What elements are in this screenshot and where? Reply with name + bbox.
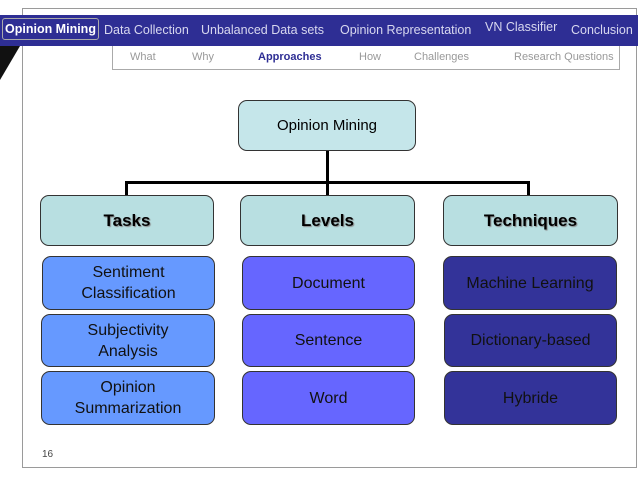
subnav-how[interactable]: How: [359, 51, 382, 63]
nav-conclusion[interactable]: Conclusion: [571, 23, 633, 37]
nav-opinion-mining[interactable]: Opinion Mining: [2, 18, 99, 40]
task-item: Subjectivity Analysis: [41, 314, 215, 367]
tasks-node: Tasks: [40, 195, 214, 246]
corner-triangle: [0, 46, 20, 80]
page-number: 16: [42, 449, 54, 460]
level-item: Sentence: [242, 314, 415, 367]
root-node: Opinion Mining: [238, 100, 416, 151]
technique-item: Machine Learning: [443, 256, 617, 310]
subnav-research-questions[interactable]: Research Questions: [514, 51, 614, 63]
task-item: Opinion Summarization: [41, 371, 215, 425]
slide-frame: [22, 8, 637, 468]
nav-vn-classifier[interactable]: VN Classifier: [485, 20, 558, 34]
nav-data-collection[interactable]: Data Collection: [104, 23, 189, 37]
levels-node: Levels: [240, 195, 415, 246]
subnav-why[interactable]: Why: [192, 51, 214, 63]
connector: [326, 181, 329, 196]
task-item: Sentiment Classification: [42, 256, 215, 310]
subnav-approaches[interactable]: Approaches: [258, 51, 322, 63]
nav-opinion-representation[interactable]: Opinion Representation: [340, 23, 472, 37]
techniques-node: Techniques: [443, 195, 618, 246]
level-item: Document: [242, 256, 415, 310]
connector: [125, 181, 128, 196]
subnav-challenges[interactable]: Challenges: [414, 51, 470, 63]
top-nav: Opinion Mining Data Collection Unbalance…: [0, 15, 638, 46]
connector: [527, 181, 530, 196]
subnav-what[interactable]: What: [130, 51, 156, 63]
sub-nav: What Why Approaches How Challenges Resea…: [112, 46, 620, 70]
nav-unbalanced-data-sets[interactable]: Unbalanced Data sets: [201, 23, 324, 37]
technique-item: Hybride: [444, 371, 617, 425]
connector: [326, 151, 329, 184]
level-item: Word: [242, 371, 415, 425]
technique-item: Dictionary-based: [444, 314, 617, 367]
